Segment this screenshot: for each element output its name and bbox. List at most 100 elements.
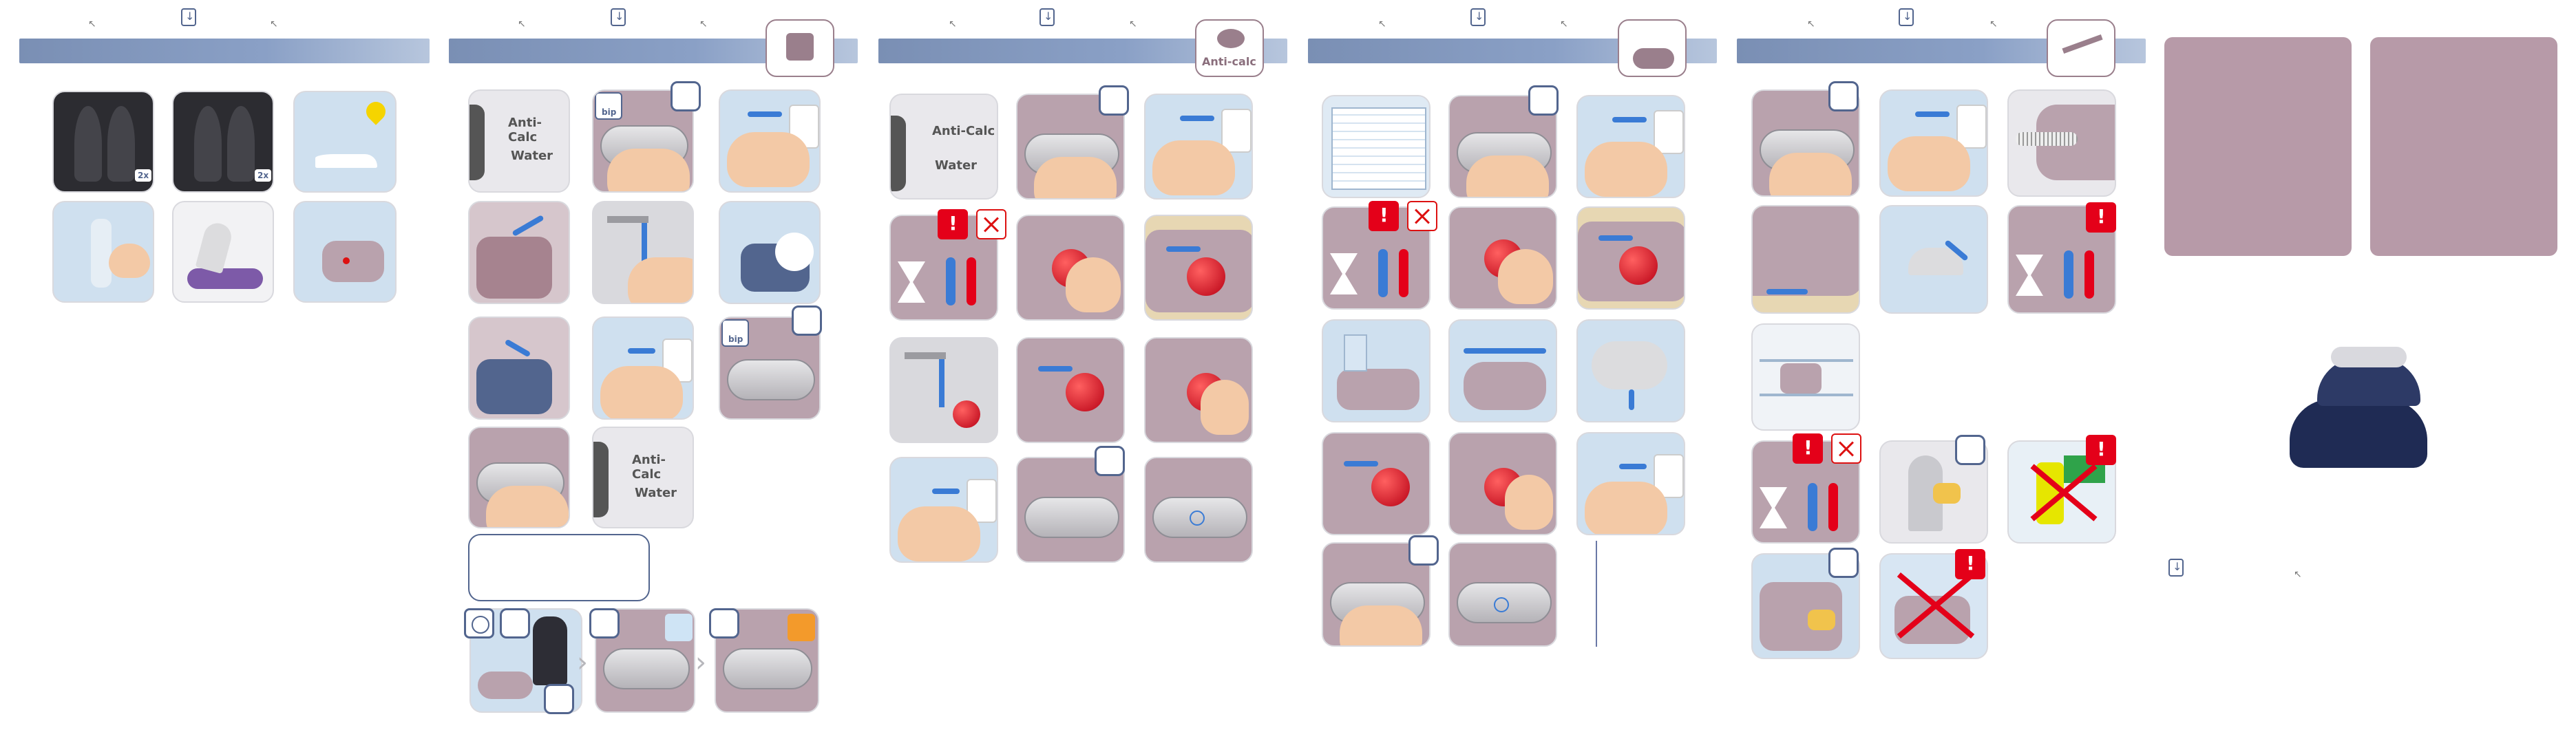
tile-iron-on-board bbox=[293, 91, 397, 193]
anti-calc-icon: Anti-calc bbox=[1195, 19, 1264, 77]
tile-anti-calc-water-3: Anti-Calc Water bbox=[889, 94, 998, 200]
header-bar-1 bbox=[19, 39, 430, 63]
cursor-icon: ↖ bbox=[2294, 569, 2302, 580]
tile-iron-settings-1: 2x bbox=[52, 91, 154, 193]
tile-iron-circle bbox=[719, 201, 821, 304]
clock-icon bbox=[464, 608, 494, 638]
download-icon bbox=[1470, 8, 1486, 26]
thermometer-icon bbox=[1828, 483, 1838, 531]
thermometer-icon bbox=[946, 257, 956, 305]
hand-illustration bbox=[1034, 157, 1117, 198]
download-icon bbox=[181, 8, 196, 26]
tile-knob-remove-4 bbox=[1576, 206, 1685, 310]
anti-calc-knob bbox=[1371, 468, 1410, 506]
tile-empty-sink bbox=[1576, 319, 1685, 422]
anti-calc-knob bbox=[1187, 257, 1225, 296]
arrow-icon bbox=[504, 339, 531, 358]
thermometer-icon bbox=[1399, 249, 1408, 297]
cursor-icon: ↖ bbox=[699, 19, 708, 30]
ironing-board-icon bbox=[2047, 19, 2115, 77]
badge-2x: 2x bbox=[255, 169, 272, 182]
steam-station-icon bbox=[1618, 19, 1687, 77]
steam-icon bbox=[1828, 548, 1859, 578]
download-icon bbox=[1899, 8, 1914, 26]
tile-clean-station bbox=[1751, 553, 1860, 659]
step-number-box bbox=[1408, 535, 1439, 566]
warning-icon bbox=[1793, 433, 1823, 464]
arrow-icon bbox=[1766, 289, 1808, 294]
cursor-icon: ↖ bbox=[1989, 19, 1998, 30]
thermometer-icon bbox=[665, 614, 693, 641]
cursor-icon: ↖ bbox=[949, 19, 957, 30]
cover-panel-right bbox=[2370, 37, 2557, 256]
hand-illustration bbox=[628, 257, 693, 303]
download-icon bbox=[2168, 559, 2184, 577]
tile-clean-soleplate bbox=[1879, 440, 1988, 544]
steam-generator-product bbox=[2269, 344, 2445, 473]
tile-panel-bip: bip bbox=[719, 316, 821, 420]
tile-knob-turn bbox=[1016, 215, 1125, 321]
tile-anti-calc-water-2: Anti-Calc Water bbox=[592, 427, 694, 528]
tile-unplug-5 bbox=[1879, 89, 1988, 197]
hand-illustration bbox=[1585, 142, 1667, 197]
hand-illustration bbox=[1505, 475, 1553, 530]
water-label: Water bbox=[635, 486, 677, 500]
step-number-box bbox=[792, 305, 822, 336]
hand-illustration bbox=[1201, 380, 1249, 435]
bip-label: bip bbox=[602, 107, 617, 117]
hand-illustration bbox=[1066, 257, 1121, 312]
hourglass-icon bbox=[1330, 253, 1358, 294]
prohibited-badge bbox=[2086, 435, 2116, 465]
prohibited-icon bbox=[1831, 433, 1861, 464]
download-icon bbox=[1039, 8, 1055, 26]
water-label: Water bbox=[511, 149, 553, 163]
tile-station-arrow bbox=[1751, 205, 1860, 314]
hand-illustration bbox=[486, 486, 569, 527]
divider-line bbox=[1596, 541, 1597, 647]
tile-knob-insert bbox=[1016, 337, 1125, 443]
control-panel bbox=[1152, 497, 1247, 538]
control-panel bbox=[727, 359, 815, 400]
chevron-right-icon: › bbox=[577, 647, 588, 678]
step-number-box bbox=[500, 608, 530, 638]
arrow-icon bbox=[1629, 389, 1634, 410]
tile-iron-hand bbox=[468, 316, 570, 420]
tile-knob-tighten-4 bbox=[1448, 432, 1557, 535]
prohibited-badge bbox=[1955, 549, 1985, 579]
tile-knob-tighten bbox=[1144, 337, 1253, 443]
tile-fill-tap bbox=[592, 201, 694, 304]
hand-illustration bbox=[1769, 153, 1852, 195]
thermometer-icon bbox=[1808, 483, 1817, 531]
step-number-box bbox=[1095, 446, 1125, 476]
hand-illustration bbox=[109, 244, 150, 278]
arrow-icon bbox=[1612, 117, 1647, 122]
tile-cord-storage bbox=[2007, 89, 2116, 197]
bip-badge: bip bbox=[595, 92, 622, 120]
arrow-icon bbox=[1598, 235, 1633, 241]
tile-iron-arrow bbox=[468, 201, 570, 304]
warning-icon bbox=[938, 209, 968, 239]
tile-panel-temp-2 bbox=[715, 608, 819, 713]
tile-press-button: bip bbox=[592, 89, 694, 193]
hand-illustration bbox=[1585, 482, 1667, 534]
cursor-icon: ↖ bbox=[1378, 19, 1386, 30]
cursor-icon: ↖ bbox=[1560, 19, 1568, 30]
tile-rinse-tap bbox=[889, 337, 998, 443]
steam-icon bbox=[1955, 435, 1985, 465]
tile-pour-water bbox=[1322, 319, 1430, 422]
arrow-icon bbox=[1915, 111, 1950, 117]
download-icon bbox=[611, 8, 626, 26]
hand-illustration bbox=[607, 149, 690, 191]
arrow-icon bbox=[748, 111, 782, 117]
cursor-icon: ↖ bbox=[1807, 19, 1815, 30]
tile-plug-in-4 bbox=[1576, 432, 1685, 535]
hand-illustration bbox=[1888, 136, 1970, 191]
thermometer-icon bbox=[1378, 249, 1388, 297]
arrow-icon bbox=[1344, 461, 1378, 466]
anti-calc-knob bbox=[1066, 373, 1104, 411]
anti-calc-knob bbox=[953, 400, 980, 428]
tile-ironing-board bbox=[172, 201, 274, 303]
bip-label: bip bbox=[728, 334, 743, 344]
control-panel bbox=[723, 648, 812, 689]
step-number-box bbox=[671, 81, 701, 111]
